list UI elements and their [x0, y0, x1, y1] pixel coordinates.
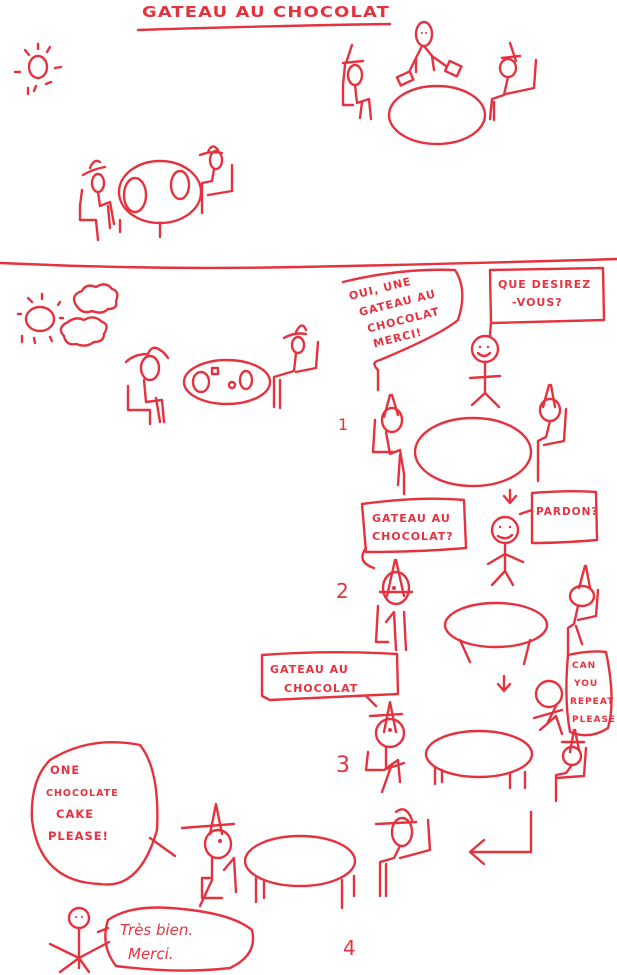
- waiter-icon: [395, 20, 463, 87]
- speech-bubble-waiter: CAN YOU REPEAT PLEASE: [565, 650, 617, 737]
- table-icon: [117, 159, 203, 239]
- customer-icon: [536, 383, 568, 483]
- svg-text:QUE DESIREZ -VOUS?: QUE DESIREZ -VOUS?: [498, 278, 596, 309]
- waiter-icon: [48, 906, 111, 974]
- page-title: GATEAU AU CHOCOLAT: [142, 3, 390, 21]
- svg-text:GATEAU AU CHOCOLAT: GATEAU AU CHOCOLAT: [270, 663, 358, 695]
- svg-text:CAN YOU REPEAT: CAN YOU REPEAT PLEASE: [570, 661, 617, 725]
- customer-icon: [180, 802, 238, 908]
- customer-icon: [124, 346, 170, 426]
- panel-number: 1: [338, 415, 348, 434]
- speech-bubble-customer: GATEAU AU CHOCOLAT?: [360, 497, 468, 570]
- divider: [0, 257, 617, 270]
- customer-icon: [374, 558, 414, 652]
- speech-bubble-customer: GATEAU AU CHOCOLAT: [260, 651, 400, 708]
- table-icon: [424, 729, 534, 790]
- svg-text:ONE CHOCOLATE: ONE CHOCOLATE CAKE PLEASE!: [46, 763, 124, 843]
- customer-icon: [272, 324, 320, 410]
- panel-4: 4 ONE CHOCOLATE CAKE PLEASE!: [30, 740, 432, 974]
- cloud-icon: [72, 283, 119, 314]
- customer-icon: [364, 700, 406, 794]
- speech-bubble-waiter: QUE DESIREZ -VOUS?: [488, 266, 606, 337]
- title-underline: [136, 22, 392, 32]
- waiter-icon: [468, 334, 502, 409]
- svg-text:Très bien. Merci.: Très bien. Merci.: [120, 921, 198, 963]
- panel-number: 4: [343, 936, 356, 960]
- arrow-left-icon: [468, 810, 533, 866]
- sun-icon: [16, 292, 65, 345]
- table-icon: [182, 358, 272, 406]
- arrow-down-icon: [502, 488, 518, 505]
- customer-icon: [566, 564, 600, 658]
- cloud-icon: [59, 316, 108, 347]
- panel-2: 2 GATEAU AU CHOCOLAT? PARDON?: [336, 490, 600, 666]
- arrow-down-icon: [496, 674, 512, 693]
- speech-bubble-customer: OUI, UNE GATEAU AU CHOCOLAT MERCI!: [341, 268, 464, 392]
- customer-icon: [371, 393, 406, 496]
- table-icon: [243, 834, 357, 910]
- customer-icon: [78, 159, 116, 242]
- table-icon: [443, 601, 549, 666]
- speech-bubble-waiter: Très bien. Merci.: [96, 906, 255, 972]
- customer-icon: [554, 728, 588, 803]
- waiter-icon: [532, 679, 564, 736]
- table-icon: [387, 84, 487, 146]
- customer-icon: [341, 43, 373, 121]
- waiter-icon: [486, 515, 525, 587]
- panel-3: 3 GATEAU AU CHOCOLAT CAN YOU REPEAT PLEA…: [260, 650, 617, 803]
- svg-text:PARDON?: PARDON?: [536, 506, 598, 518]
- panel-number: 2: [336, 579, 349, 603]
- title: GATEAU AU CHOCOLAT: [136, 3, 392, 32]
- customer-icon: [488, 41, 538, 122]
- customer-icon: [374, 808, 432, 898]
- svg-text:OUI, UNE GATEAU AU: OUI, UNE GATEAU AU CHOCOLAT MERCI!: [348, 269, 451, 354]
- speech-bubble-customer: ONE CHOCOLATE CAKE PLEASE!: [30, 740, 177, 886]
- speech-bubble-waiter: PARDON?: [518, 490, 599, 545]
- svg-text:GATEAU AU CHOCOLAT?: GATEAU AU CHOCOLAT?: [372, 512, 456, 543]
- panel-1: 1 OUI, UNE GATEAU AU CHOCOLAT MERCI! QUE…: [338, 266, 606, 505]
- table-icon: [413, 416, 533, 488]
- customer-icon: [198, 145, 234, 215]
- panel-number: 3: [336, 753, 350, 778]
- sun-icon: [13, 42, 63, 96]
